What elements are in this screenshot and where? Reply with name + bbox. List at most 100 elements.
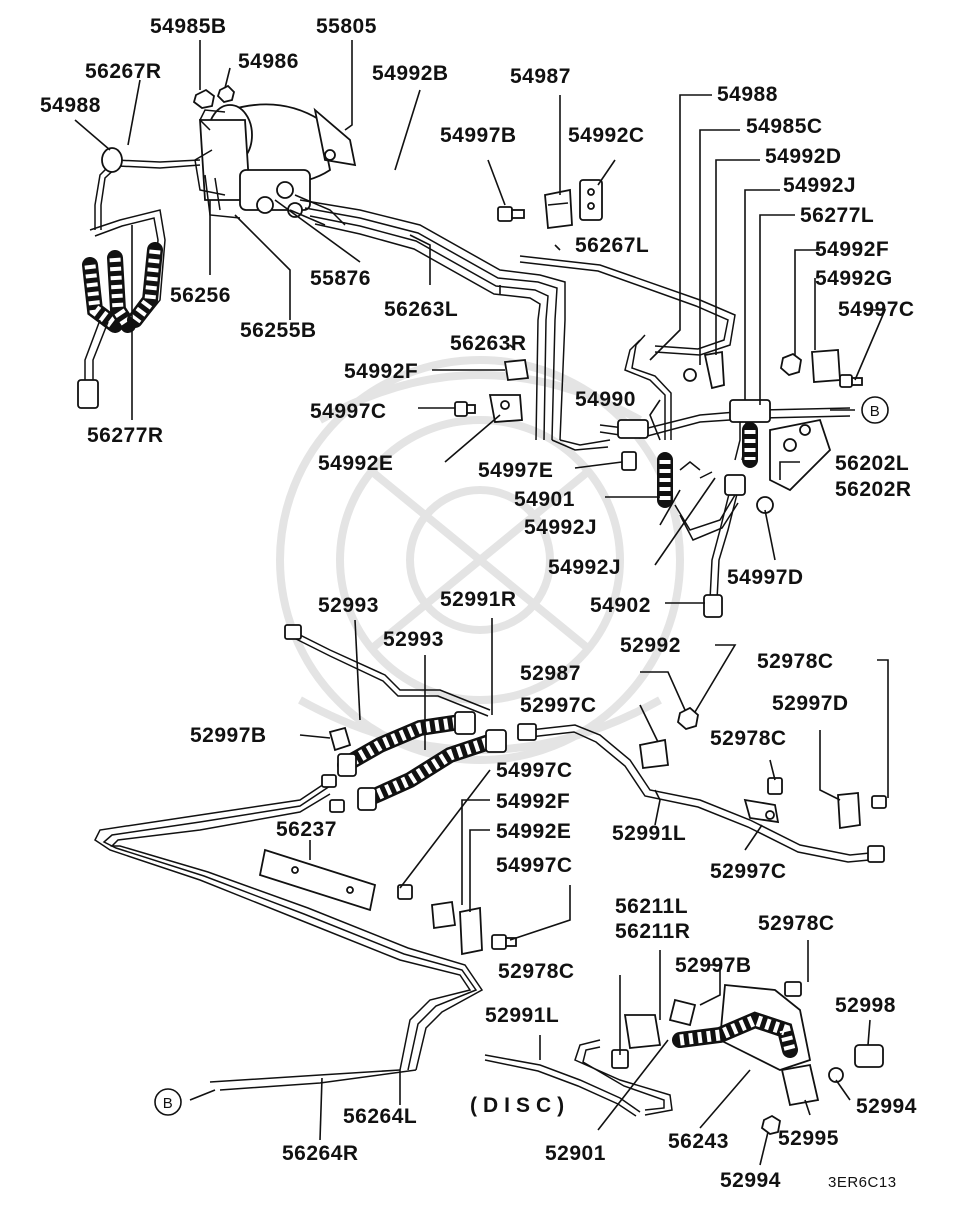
part-label: 52997C bbox=[710, 860, 787, 883]
svg-text:B: B bbox=[163, 1095, 174, 1112]
part-label: 56211R bbox=[615, 920, 690, 943]
part-label: 54992G bbox=[815, 267, 893, 290]
part-label: 52997B bbox=[675, 954, 752, 977]
bolt-54997b bbox=[497, 206, 525, 222]
master-cylinder-assembly bbox=[194, 103, 357, 226]
part-label: 54992J bbox=[548, 556, 621, 579]
part-label: 54997B bbox=[440, 124, 517, 147]
part-label: 56255B bbox=[240, 319, 317, 342]
part-label: 56267L bbox=[575, 234, 649, 257]
part-labels: 54985B 55805 54986 56267R 54992B 54987 5… bbox=[40, 15, 917, 1192]
bolt-52978c-mid bbox=[767, 777, 783, 795]
part-label: 54985C bbox=[746, 115, 823, 138]
part-label: 52998 bbox=[835, 994, 896, 1017]
clip-54992d bbox=[683, 350, 725, 390]
clip-54992c bbox=[579, 179, 603, 221]
rear-brake-lines-center bbox=[94, 624, 507, 1091]
brake-line-52991l-upper bbox=[517, 723, 885, 863]
reference-b-top: B bbox=[861, 396, 889, 424]
part-label: 54992J bbox=[783, 174, 856, 197]
brake-line-56267r bbox=[94, 147, 201, 230]
part-label: 54988 bbox=[717, 83, 778, 106]
part-label: 54992B bbox=[372, 62, 449, 85]
part-label: 54902 bbox=[590, 594, 651, 617]
part-label: 52978C bbox=[710, 727, 787, 750]
part-label: 52997C bbox=[520, 694, 597, 717]
part-label: 54992F bbox=[496, 790, 570, 813]
bolt-52978c-right bbox=[871, 795, 887, 809]
disc-brake-hose-assembly bbox=[484, 981, 884, 1135]
bolt-54997e bbox=[621, 451, 637, 471]
part-label: 52993 bbox=[318, 594, 379, 617]
part-label: 56243 bbox=[668, 1130, 729, 1153]
part-label: 52995 bbox=[778, 1127, 839, 1150]
leader-lines bbox=[74, 40, 889, 1166]
part-label: 52994 bbox=[720, 1169, 781, 1192]
part-label: 52901 bbox=[545, 1142, 606, 1165]
part-label: 56264L bbox=[343, 1105, 417, 1128]
part-label: 54992E bbox=[318, 452, 393, 475]
part-label: 55805 bbox=[316, 15, 377, 38]
brake-hose-56277r bbox=[77, 209, 166, 409]
clip-54992e-upper bbox=[488, 394, 523, 423]
part-label: 54997C bbox=[838, 298, 915, 321]
clip-54987 bbox=[544, 188, 573, 230]
reference-b-bottom: B bbox=[154, 1088, 182, 1116]
part-label: 52997B bbox=[190, 724, 267, 747]
part-label: 56202R bbox=[835, 478, 912, 501]
clip-54992f-right bbox=[780, 352, 802, 377]
part-label: 54997D bbox=[727, 566, 804, 589]
part-label: 52993 bbox=[383, 628, 444, 651]
part-label: 52992 bbox=[620, 634, 681, 657]
part-label: 52994 bbox=[856, 1095, 917, 1118]
part-label: 54997C bbox=[496, 854, 573, 877]
part-label: 54992F bbox=[344, 360, 418, 383]
bolt-54997c-left bbox=[454, 401, 476, 417]
clip-54992g bbox=[811, 349, 841, 383]
part-label: 52991L bbox=[485, 1004, 559, 1027]
part-label: 54992J bbox=[524, 516, 597, 539]
disc-label: (DISC) bbox=[470, 1094, 570, 1117]
part-label: 52997D bbox=[772, 692, 849, 715]
part-label: 54901 bbox=[514, 488, 575, 511]
part-label: 56202L bbox=[835, 452, 909, 475]
bracket-56237 bbox=[258, 848, 377, 912]
brake-junction-right bbox=[599, 399, 851, 618]
clip-52997c-right bbox=[743, 798, 780, 824]
part-label: 56256 bbox=[170, 284, 231, 307]
part-label: 52978C bbox=[757, 650, 834, 673]
part-label: 54992C bbox=[568, 124, 645, 147]
svg-text:B: B bbox=[870, 403, 881, 420]
part-label: 54992E bbox=[496, 820, 571, 843]
nut-54985b bbox=[192, 88, 215, 109]
part-label: 52978C bbox=[498, 960, 575, 983]
part-label: 54986 bbox=[238, 50, 299, 73]
part-label: 56263R bbox=[450, 332, 527, 355]
part-label: 54990 bbox=[575, 388, 636, 411]
part-label: 55876 bbox=[310, 267, 371, 290]
clip-52997d bbox=[837, 792, 861, 830]
part-label: 54985B bbox=[150, 15, 227, 38]
part-label: 56263L bbox=[384, 298, 458, 321]
clip-54992f-left bbox=[503, 359, 530, 381]
part-label: 54997E bbox=[478, 459, 553, 482]
clip-52987 bbox=[638, 738, 670, 769]
nut-54986 bbox=[216, 84, 235, 103]
part-label: 54992F bbox=[815, 238, 889, 261]
diagram-code: 3ER6C13 bbox=[828, 1174, 897, 1191]
part-label: 52991R bbox=[440, 588, 517, 611]
part-label: 56277R bbox=[87, 424, 164, 447]
part-label: 54988 bbox=[40, 94, 101, 117]
part-label: 52978C bbox=[758, 912, 835, 935]
clip-54992e-lower bbox=[459, 906, 483, 956]
part-label: 56277L bbox=[800, 204, 874, 227]
part-label: 52987 bbox=[520, 662, 581, 685]
part-label: 56237 bbox=[276, 818, 337, 841]
part-label: 54992D bbox=[765, 145, 842, 168]
brake-line-bundle-upper bbox=[299, 199, 736, 451]
part-label: 56211L bbox=[615, 895, 688, 918]
part-label: 54997C bbox=[496, 759, 573, 782]
bolt-54997c-mid bbox=[397, 884, 413, 900]
clip-54992f-mid bbox=[431, 900, 457, 930]
